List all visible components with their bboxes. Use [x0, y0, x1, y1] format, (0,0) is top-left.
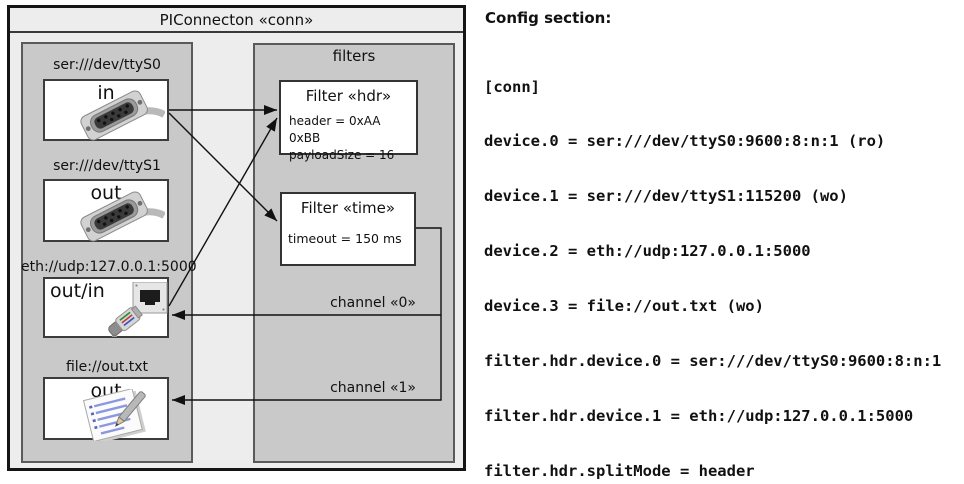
channel-0-label: channel «0»: [330, 295, 416, 311]
ethernet-connector-icon: [108, 282, 168, 337]
filters-panel-title: filters: [332, 47, 376, 65]
filter-params: header = 0xAA 0xBB payloadSize = 16: [289, 113, 414, 164]
filter-title: Filter «time»: [300, 199, 396, 217]
port-direction-label: out/in: [50, 280, 105, 302]
port-direction-label: out: [90, 182, 122, 204]
config-line: [conn]: [484, 77, 540, 96]
filter-param: header = 0xAA 0xBB: [289, 114, 381, 145]
config-line: device.2 = eth://udp:127.0.0.1:5000: [484, 242, 811, 261]
filter-hdr-box: Filter «hdr» header = 0xAA 0xBB payloadS…: [279, 80, 418, 162]
device-url-label: file://out.txt: [65, 359, 149, 375]
filter-param: timeout = 150 ms: [288, 231, 402, 246]
filter-time-box: Filter «time» timeout = 150 ms: [280, 192, 416, 266]
config-section-heading: Config section:: [485, 9, 612, 27]
filter-param: payloadSize = 16: [289, 148, 395, 162]
device-url-label: ser:///dev/ttyS0: [53, 57, 161, 73]
channel-1-label: channel «1»: [330, 380, 416, 396]
device-box-ttys0: in: [43, 79, 169, 141]
device-url-label: ser:///dev/ttyS1: [53, 158, 161, 174]
serial-connector-icon: [80, 90, 165, 141]
config-line: filter.hdr.splitMode = header: [484, 461, 755, 480]
filter-title: Filter «hdr»: [305, 87, 392, 105]
filter-params: timeout = 150 ms: [288, 230, 412, 247]
notepad-icon: [82, 389, 146, 441]
config-line: filter.hdr.device.1 = eth://udp:127.0.0.…: [484, 406, 914, 425]
config-line: filter.hdr.device.0 = ser:///dev/ttyS0:9…: [484, 352, 942, 371]
config-line: device.0 = ser:///dev/ttyS0:9600:8:n:1 (…: [484, 132, 886, 151]
config-line: device.3 = file://out.txt (wo): [484, 297, 764, 316]
serial-connector-icon: [80, 191, 165, 242]
port-direction-label: in: [97, 82, 115, 104]
device-box-eth: out/in: [43, 277, 169, 338]
device-url-label: eth://udp:127.0.0.1:5000: [21, 259, 197, 275]
diagram-title: PIConnecton «conn»: [10, 8, 463, 33]
device-box-ttys1: out: [43, 179, 169, 242]
config-line: device.1 = ser:///dev/ttyS1:115200 (wo): [484, 187, 848, 206]
device-box-file: out: [43, 377, 169, 441]
config-text-block: [conn] device.0 = ser:///dev/ttyS0:9600:…: [484, 41, 951, 484]
